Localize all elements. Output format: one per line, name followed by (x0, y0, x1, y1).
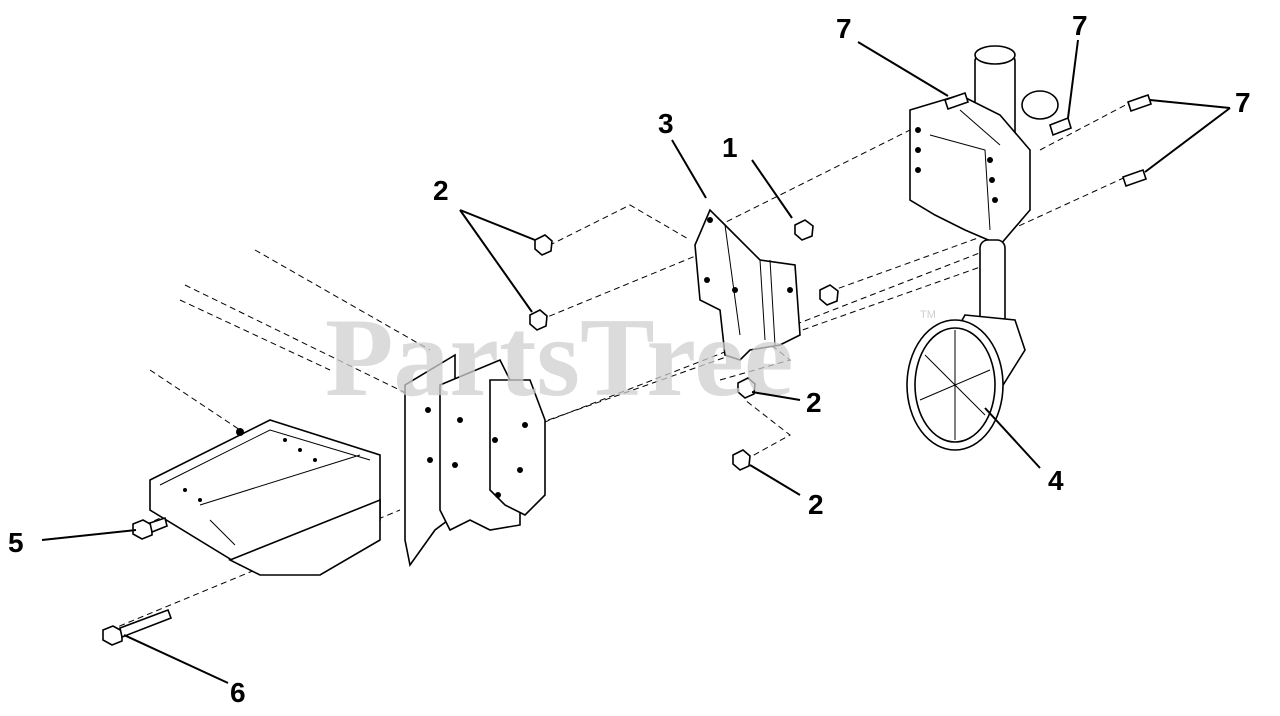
part-4-caster-wheel-assembly (906, 45, 1059, 451)
part-3-caster-bracket (694, 208, 801, 361)
part-6-bolt (102, 608, 173, 646)
callout-label-7-right: 7 (1235, 87, 1251, 118)
callout-labels: 1 2 2 2 3 4 5 6 7 7 7 (8, 10, 1251, 708)
deck-frame-channel (149, 419, 381, 576)
callout-leaders (41, 39, 1231, 684)
callout-label-5: 5 (8, 527, 24, 558)
part-7-bolts (943, 91, 1153, 188)
callout-label-2-top: 2 (433, 175, 449, 206)
callout-label-7-left: 7 (836, 13, 852, 44)
deck-mount-plates (404, 353, 546, 567)
watermark-trademark: TM (920, 309, 936, 321)
callout-label-2-bottom: 2 (808, 489, 824, 520)
partstree-watermark: PartsTree TM (325, 296, 936, 420)
callout-label-3: 3 (658, 108, 674, 139)
callout-label-1: 1 (722, 132, 738, 163)
callout-label-6: 6 (230, 677, 246, 708)
callout-label-7-middle: 7 (1072, 10, 1088, 41)
part-1-nuts (794, 219, 839, 306)
callout-label-4: 4 (1048, 465, 1064, 496)
watermark-text: PartsTree (325, 296, 794, 420)
part-2-nuts (529, 234, 756, 471)
part-5-bolt (132, 516, 168, 540)
callout-label-2-middle: 2 (806, 387, 822, 418)
